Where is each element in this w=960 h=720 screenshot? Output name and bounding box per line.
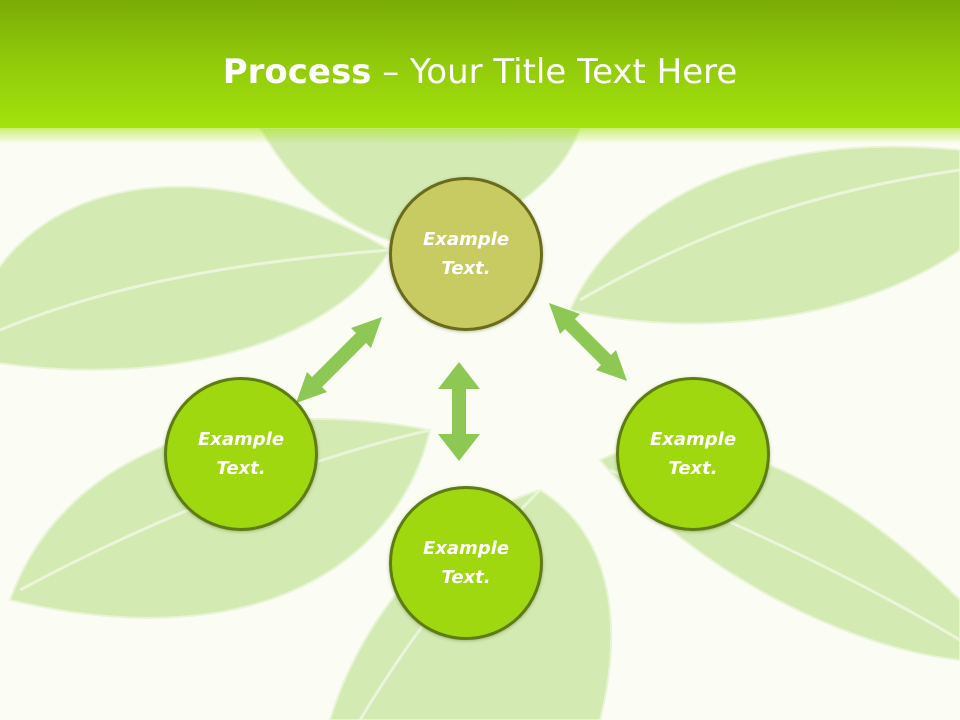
process-node-right: Example Text.: [616, 377, 770, 531]
double-arrow-icon: [549, 303, 627, 381]
node-text: Example Text.: [406, 534, 526, 592]
node-text: Example Text.: [633, 425, 753, 483]
process-node-top: Example Text.: [389, 177, 543, 331]
double-arrow-icon: [296, 317, 382, 403]
process-node-left: Example Text.: [164, 377, 318, 531]
process-node-bottom: Example Text.: [389, 486, 543, 640]
node-text: Example Text.: [406, 225, 526, 283]
double-arrow-icon: [438, 362, 480, 461]
node-text: Example Text.: [181, 425, 301, 483]
